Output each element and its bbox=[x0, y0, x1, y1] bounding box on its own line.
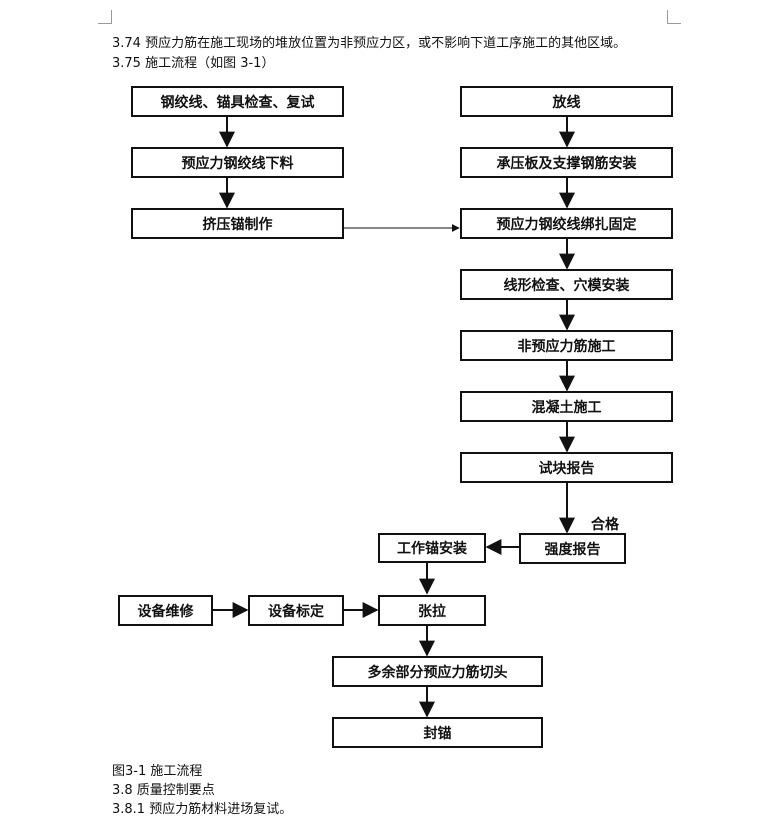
paragraph-3-74: 3.74 预应力筋在施工现场的堆放位置为非预应力区，或不影响下道工序施工的其他区… bbox=[112, 36, 627, 51]
step-strand-binding: 预应力钢绞线绑扎固定 bbox=[460, 208, 673, 239]
step-nonprestressed: 非预应力筋施工 bbox=[460, 330, 673, 361]
section-3-8-1: 3.8.1 预应力筋材料进场复试。 bbox=[112, 802, 293, 817]
step-tensioning: 张拉 bbox=[378, 595, 486, 626]
step-strength-report: 强度报告 bbox=[519, 533, 626, 564]
crop-mark-top-left bbox=[98, 10, 112, 24]
step-profile-check: 线形检查、穴模安装 bbox=[460, 269, 673, 300]
step-extrusion-anchor: 挤压锚制作 bbox=[131, 208, 344, 239]
step-bearing-plate: 承压板及支撑钢筋安装 bbox=[460, 147, 673, 178]
step-work-anchor: 工作锚安装 bbox=[378, 533, 486, 563]
step-equipment-repair: 设备维修 bbox=[118, 595, 213, 626]
step-layout: 放线 bbox=[460, 86, 673, 117]
step-equipment-calibration: 设备标定 bbox=[248, 595, 344, 626]
paragraph-3-75: 3.75 施工流程（如图 3-1） bbox=[112, 56, 275, 71]
step-strand-cutting: 预应力钢绞线下料 bbox=[131, 147, 344, 178]
step-concrete: 混凝土施工 bbox=[460, 391, 673, 422]
step-seal-anchor: 封锚 bbox=[332, 717, 543, 748]
figure-caption: 图3-1 施工流程 bbox=[112, 764, 203, 779]
crop-mark-top-right bbox=[667, 10, 681, 24]
step-steel-check: 钢绞线、锚具检查、复试 bbox=[131, 86, 344, 117]
pass-label: 合格 bbox=[591, 517, 619, 533]
step-cut-excess: 多余部分预应力筋切头 bbox=[332, 656, 543, 687]
step-test-report: 试块报告 bbox=[460, 452, 673, 483]
section-3-8: 3.8 质量控制要点 bbox=[112, 783, 215, 798]
